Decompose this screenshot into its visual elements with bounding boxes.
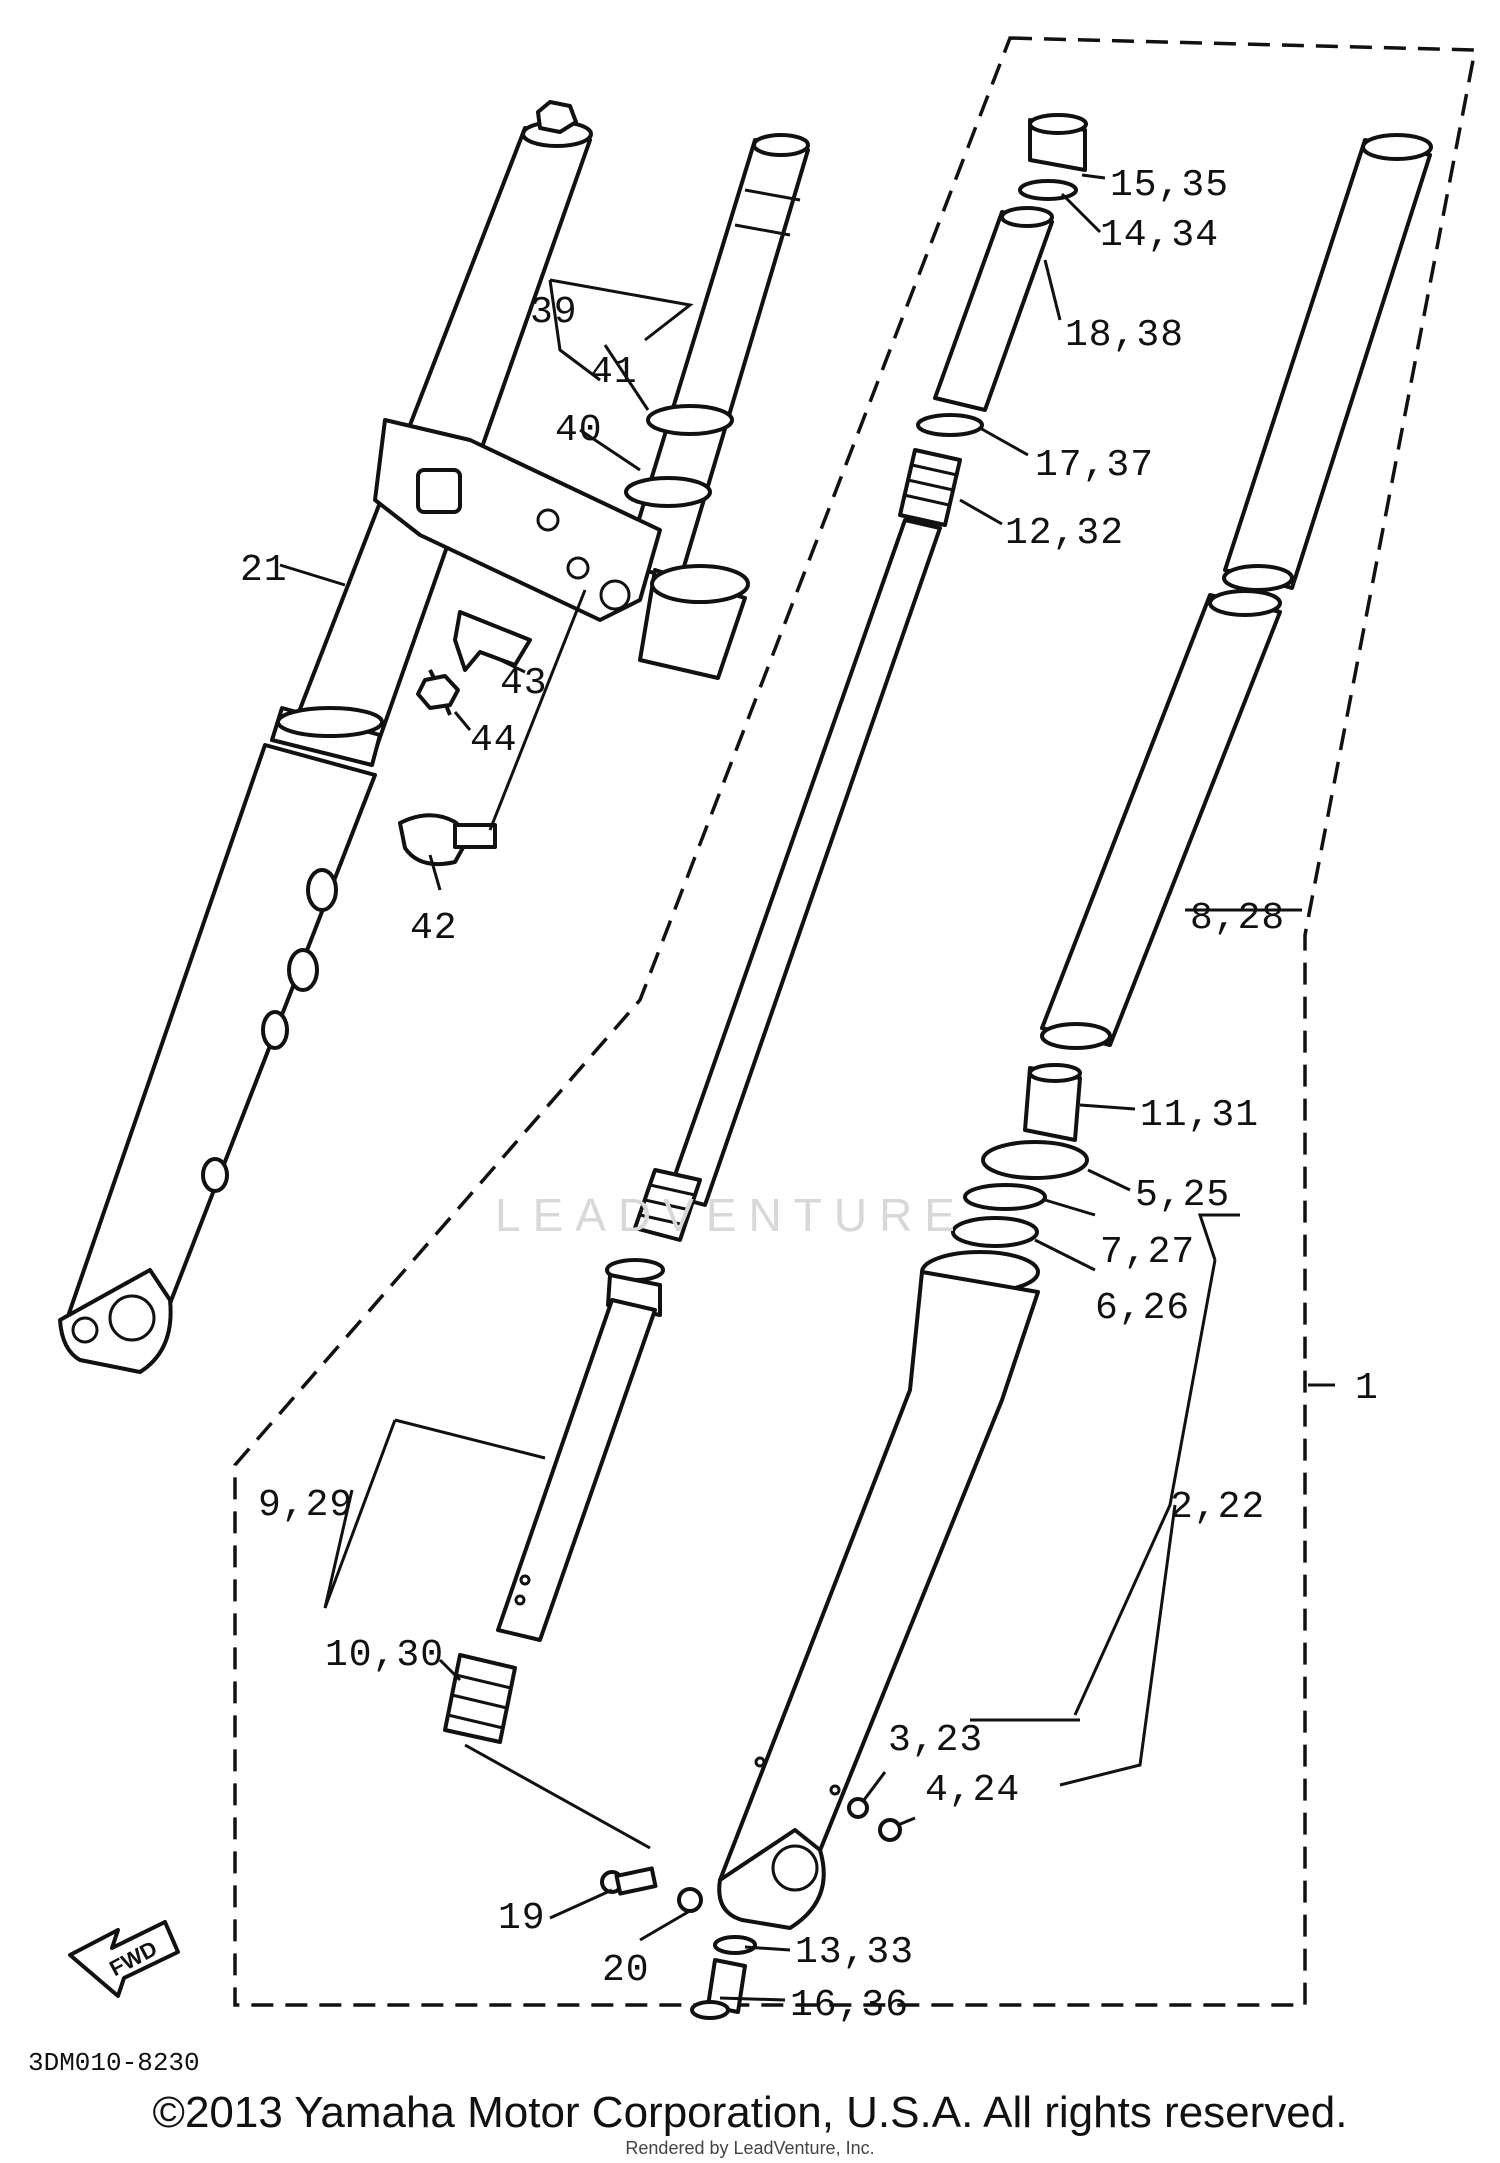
label-41: 41 <box>590 351 638 394</box>
label-1: 1 <box>1355 1367 1379 1410</box>
inner-tube <box>1040 133 1433 1050</box>
rendered-by-notice: Rendered by LeadVenture, Inc. <box>625 2138 875 2158</box>
label-14-34: 14,34 <box>1100 214 1219 257</box>
oil-lock-piece <box>1023 1063 1082 1142</box>
outer-tube <box>717 1250 1040 1930</box>
assembly-boundary <box>233 36 1478 2007</box>
bolt-16 <box>690 1958 747 2020</box>
bolt-19 <box>600 1866 658 1896</box>
label-44: 44 <box>470 719 518 762</box>
bolt-44 <box>416 669 460 716</box>
washer-3 <box>847 1797 869 1819</box>
label-3-23: 3,23 <box>888 1719 983 1762</box>
label-18-38: 18,38 <box>1065 314 1184 357</box>
label-15-35: 15,35 <box>1110 164 1229 207</box>
label-2-22: 2,22 <box>1170 1486 1265 1529</box>
label-12-32: 12,32 <box>1005 512 1124 555</box>
label-9-29: 9,29 <box>258 1484 353 1527</box>
bolt-42 <box>398 813 497 867</box>
damper-rod <box>496 1258 665 1642</box>
diagram-code: 3DM010-8230 <box>28 2048 200 2078</box>
copyright-notice: ©2013 Yamaha Motor Corporation, U.S.A. A… <box>152 2088 1348 2137</box>
dust-seal <box>981 1140 1089 1180</box>
retaining-clip <box>963 1183 1047 1211</box>
label-7-27: 7,27 <box>1100 1231 1195 1274</box>
label-6-26: 6,26 <box>1095 1287 1190 1330</box>
damper-rod-column <box>633 113 1088 1242</box>
label-4-24: 4,24 <box>925 1769 1020 1812</box>
rebound-spring <box>443 1653 517 1744</box>
callout-labels: 15,35 14,34 18,38 17,37 12,32 8,28 11,31… <box>240 164 1379 2027</box>
label-42: 42 <box>410 907 458 950</box>
label-17-37: 17,37 <box>1035 444 1154 487</box>
fwd-arrow-icon: FWD <box>68 1920 180 1998</box>
label-19: 19 <box>498 1897 546 1940</box>
leader-lines <box>279 173 1335 2002</box>
watermark: LEADVENTURE <box>495 1189 967 1241</box>
label-21: 21 <box>240 549 288 592</box>
steering-stem <box>373 133 810 680</box>
label-16-36: 16,36 <box>790 1984 909 2027</box>
copper-washer <box>713 1935 757 1955</box>
cable-guide <box>453 610 532 672</box>
label-5-25: 5,25 <box>1135 1174 1230 1217</box>
washer-20 <box>677 1887 703 1913</box>
label-20: 20 <box>602 1949 650 1992</box>
label-43: 43 <box>500 662 548 705</box>
label-11-31: 11,31 <box>1140 1094 1259 1137</box>
label-8-28: 8,28 <box>1190 897 1285 940</box>
label-39: 39 <box>530 291 578 334</box>
oil-seal <box>951 1216 1039 1248</box>
label-40: 40 <box>555 409 603 452</box>
label-10-30: 10,30 <box>325 1634 444 1677</box>
drain-bolt-4 <box>878 1816 916 1842</box>
label-13-33: 13,33 <box>795 1931 914 1974</box>
